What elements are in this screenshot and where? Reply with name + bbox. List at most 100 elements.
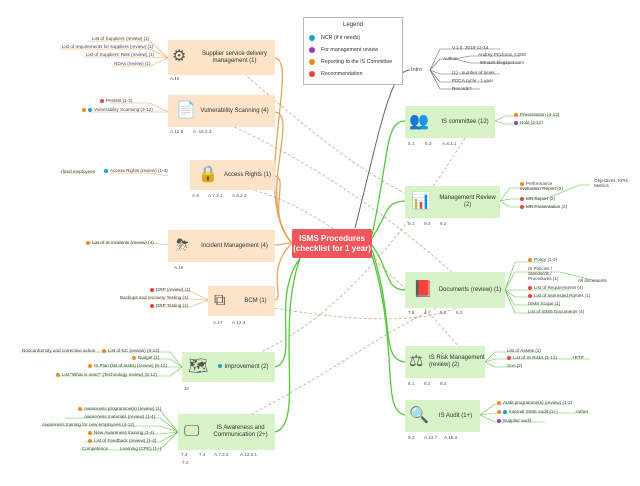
topic-access-rights[interactable]: 🔒 Access Rights (1) [190,160,275,190]
arrow-icon [88,363,92,368]
intro-legend-count: (1) - number of times [452,70,495,75]
leaf-item[interactable]: IS Plan (list of tasks) (review) (6-12) [88,363,167,368]
arrow-icon [78,406,82,411]
topic-ref: 10 [184,386,190,391]
intro-pdca: PDCA cycle - 1 year [452,78,494,83]
topic-improvement[interactable]: 🗺 Improvement (2) [182,352,275,382]
intro-author-name: Andrey Prozorov, CISM [478,52,526,57]
leaf-item[interactable]: Awareness materials (review) (1-4) [84,414,156,419]
leaf-item[interactable]: List of Assets (1) [507,348,541,353]
topic-ref: A.6.2.2 [232,193,247,198]
topic-is-committee[interactable]: 👥 IS committee (12) [405,106,495,138]
leaf-item[interactable]: Learning (CPE) (1+) [120,446,162,451]
leaf-note: +other [575,409,589,414]
arrow-icon [88,438,92,443]
arrow-icon [86,240,90,245]
star-icon [507,355,511,360]
topic-ref: 5.3 [425,141,432,146]
topic-is-risk-management[interactable]: ⚖ IS Risk Management (review) (2) [405,346,485,378]
arrow-icon [497,400,501,405]
intro-version: V.1.0, 2018-12-14 [452,45,489,50]
leaf-item[interactable]: Awareness training for new employees (4-… [42,422,135,427]
leaf-item[interactable]: NDAs (review) (1) [114,61,151,66]
leaf-item[interactable]: MR Report (2) [520,196,555,201]
topic-title: Incident Management (4) [201,242,268,249]
leaf-item[interactable]: Budget (1) [132,355,159,360]
leaf-item[interactable]: List of Suppliers (review) (1) [92,36,150,41]
topic-bcm[interactable]: ⧉ BCM (1) [208,286,275,316]
arrow-icon [520,181,524,186]
topic-incident-management[interactable]: ⛈ Incident Management (4) [168,230,275,262]
arrow-icon [132,355,136,360]
leaf-item[interactable]: New Awareness training (1-4) [88,430,154,435]
leaf-item[interactable]: Presentation (4-12) [514,112,559,117]
leaf-item[interactable]: List of IS Risks (1-12) [507,355,557,360]
legend-panel: Legend NCR (if it needs) For management … [303,17,403,85]
topic-title: IS committee (12) [441,118,489,125]
leaf-item[interactable]: List of Interested Parties (1) [528,293,590,298]
leaf-item[interactable]: List of Requirements (4) [528,285,583,290]
leaf-item[interactable]: SoA (2) [507,363,523,368]
topic-awareness[interactable]: 🖵 IS Awareness and Communication (2+) [178,414,275,450]
topic-management-review[interactable]: 📊 Management Review (2) [405,186,500,218]
intro-label[interactable]: Intro [411,67,423,73]
topic-title: Management Review (2) [439,195,496,208]
topic-supplier-service[interactable]: ⚙ Supplier service delivery management (… [168,40,275,75]
leaf-item[interactable]: List of requirements for suppliers (revi… [62,44,154,49]
leaf-item[interactable]: List of NC (review) (6-12) [102,348,159,353]
info-icon [218,363,223,368]
leaf-item[interactable]: List of Feedback (review) (1-4) [88,438,156,443]
legend-label: Reporting to the IS Committee [321,59,393,65]
legend-label: For management review [321,47,379,53]
arrow-icon [514,112,518,117]
leaf-item[interactable]: Internal ISMS audit (1+) [497,409,558,414]
topic-title: Documents (review) (1) [438,286,502,293]
person-icon [497,418,501,423]
leaf-item[interactable]: Pentest (1-2) [100,98,133,103]
topic-ref: A.18.2 [444,435,458,440]
leaf-item[interactable]: Access Rights (review) (1-4) [104,168,168,173]
central-topic[interactable]: ISMS Procedures (checklist for 1 year) [292,229,372,258]
leaf-item[interactable]: List "What is new?" (Technology review) … [56,372,157,377]
arrow-icon [309,59,315,65]
leaf-item[interactable]: MR Presentation (2) [520,204,567,209]
leaf-item[interactable]: DRP (review) (1) [150,287,190,292]
leaf-note: +fired employees [60,169,96,174]
topic-ref: A. 18.2.3 [193,129,212,134]
leaf-item[interactable]: Awareness programme(s) (review) (1) [78,406,161,411]
topic-ref: 6.1 [408,381,415,386]
topic-is-audit[interactable]: 🔍 IS Audit (1+) [405,400,480,432]
leaf-item[interactable]: Backups and recovery Testing (1) [120,295,189,300]
leaf-item[interactable]: Performance evaluation Report (2) [520,181,563,191]
leaf-note: Competence [82,446,109,451]
lock-icon: 🔒 [198,166,218,183]
topic-ref: A.9 [192,193,199,198]
document-search-icon: 📄 [176,102,196,119]
legend-label: Recommendation [321,71,363,77]
leaf-item[interactable]: List of Suppliers' Risk (review) (1) [86,52,155,57]
leaf-item[interactable]: Vulnerability Scanning (2-12) [82,107,153,112]
presentation-icon: 🖵 [184,423,200,440]
topic-ref: A.12.6 [170,129,184,134]
legend-title: Legend [342,22,364,28]
topic-ref: 9.2 [408,435,415,440]
arrow-icon [82,107,86,112]
leaf-item[interactable]: List of IS incidents (review) (4) [86,240,154,245]
leaf-item[interactable]: Policy (1-2) [528,257,557,262]
topic-documents[interactable]: 📕 Documents (review) (1) [405,272,505,308]
star-icon [100,98,104,103]
leaf-item[interactable]: IS Policies / Standards / Procedures (1) [528,266,559,281]
leaf-item[interactable]: Supplier audit [497,418,531,423]
leaf-item[interactable]: List of ISMS Documents (4) [528,309,585,314]
topic-ref: 4 [424,310,427,315]
legend-item-recommendation: Recommendation [309,71,363,77]
topic-vulnerability-scanning[interactable]: 📄 Vulnerability Scanning (4) [168,95,275,127]
leaf-item[interactable]: Audit programme(s) (review) (1-2) [497,400,572,405]
leaf-item[interactable]: DRP Testing (1) [150,303,188,308]
topic-ref: A.12.3 [232,320,246,325]
star-icon [528,293,532,298]
topic-ref: 6.2 [440,221,447,226]
people-icon: 👥 [409,113,429,130]
leaf-item[interactable]: Hold (4-12) [514,120,543,125]
leaf-item[interactable]: ISMS Scope (1) [528,301,561,306]
